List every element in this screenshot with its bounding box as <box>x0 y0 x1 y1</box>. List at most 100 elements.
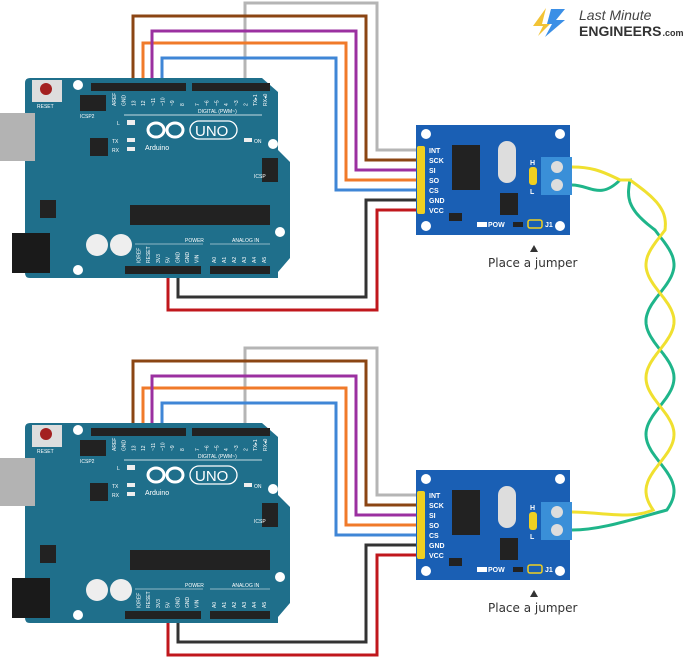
led-rx-label: RX <box>112 148 120 154</box>
wire-can-l <box>571 178 676 532</box>
arrow-up-icon <box>530 245 538 252</box>
pin-label-10: ~10 <box>161 97 167 106</box>
pin-label-11: ~11 <box>151 443 157 451</box>
atmega-chip <box>130 550 270 570</box>
pin-sck: SCK <box>429 158 444 165</box>
pin-label-3v3: 3V3 <box>156 599 162 608</box>
pin-cs: CS <box>429 188 439 195</box>
icsp-header <box>262 158 278 182</box>
pin-label-a0: A0 <box>212 602 218 608</box>
icsp2-header <box>80 95 106 111</box>
h-label: H <box>530 505 535 512</box>
pin-label-tx1: TX▸1 <box>253 439 259 451</box>
pin-label-9: ~9 <box>170 445 176 451</box>
jumper-caption: Place a jumper <box>488 256 578 270</box>
pin-label-a2: A2 <box>232 257 238 263</box>
pin-label-9: ~9 <box>170 100 176 106</box>
crystal <box>498 486 516 528</box>
pin-sck: SCK <box>429 503 444 510</box>
unit-bottom: RESET ICSP2 AREF GND 13 12 ~11 ~10 ~9 8 … <box>0 346 578 657</box>
icsp-header <box>262 503 278 527</box>
pin-so: SO <box>429 178 440 185</box>
j1-jumper[interactable] <box>527 564 543 574</box>
j1-label: J1 <box>545 567 553 574</box>
header-top-right <box>192 428 270 436</box>
can-module: INT SCK SI SO CS GND VCC H L POW J1 Pl <box>416 125 578 270</box>
wire-gnd <box>176 198 420 299</box>
icsp-label: ICSP <box>254 519 266 525</box>
capacitor <box>86 579 108 601</box>
hl-jumper <box>529 167 537 185</box>
icsp2-header <box>80 440 106 456</box>
power-pin-labels: IOREF RESET 3V3 5V GND GND VIN <box>137 246 201 263</box>
led-l-label: L <box>117 121 120 127</box>
pin-label-reset: RESET <box>146 591 152 608</box>
power-pin-labels: IOREF RESET 3V3 5V GND GND VIN <box>137 591 201 608</box>
wire-vcc <box>166 208 420 312</box>
wires <box>131 346 420 657</box>
mcp2515-chip <box>452 145 480 190</box>
logo-line1: Last Minute <box>579 7 652 23</box>
pin-so: SO <box>429 523 440 530</box>
wires <box>131 1 420 312</box>
power-label: POWER <box>185 583 204 589</box>
pin-si: SI <box>429 168 436 175</box>
j1-jumper[interactable] <box>527 219 543 229</box>
pin-label-rx0: RX◂0 <box>263 94 269 106</box>
pin-label-12: 12 <box>141 100 147 106</box>
unit-top: RESET ICSP2 AREF GND 13 12 ~11 ~10 ~9 8 … <box>0 1 578 312</box>
analog-label: ANALOG IN <box>232 238 260 244</box>
power-label: POWER <box>185 238 204 244</box>
chip-small <box>90 483 108 501</box>
pin-vcc: VCC <box>429 208 444 215</box>
pin-label-gnd1: GND <box>175 252 181 264</box>
pin-gnd: GND <box>429 198 445 205</box>
brand-label: Arduino <box>145 145 169 152</box>
bolt-icon <box>533 8 550 36</box>
logo: Last Minute ENGINEERS .com <box>533 7 683 39</box>
wire-so <box>141 41 420 182</box>
digital-label: DIGITAL (PWM~) <box>198 109 237 115</box>
pin-label-a4: A4 <box>252 257 258 263</box>
pin-vcc: VCC <box>429 553 444 560</box>
pin-label-5: ~5 <box>214 445 220 451</box>
pin-label-4: 4 <box>224 448 230 451</box>
wire-so <box>141 386 420 527</box>
wire-vcc <box>166 553 420 657</box>
capacitor <box>110 234 132 256</box>
hl-jumper <box>529 512 537 530</box>
tja1050-chip <box>500 193 518 215</box>
wire-sck <box>131 359 420 507</box>
arrow-up-icon <box>530 590 538 597</box>
top-pin-labels: AREF GND 13 12 ~11 ~10 ~9 8 7 ~6 ~5 4 ~3… <box>112 438 269 451</box>
analog-pin-labels: A0 A1 A2 A3 A4 A5 <box>212 602 268 608</box>
wire-cs <box>160 56 420 192</box>
pin-label-aref: AREF <box>112 93 118 106</box>
pin-label-6: ~6 <box>205 100 211 106</box>
pin-label-vin: VIN <box>195 599 201 608</box>
voltage-regulator <box>40 200 56 218</box>
pin-label-a1: A1 <box>222 257 228 263</box>
wire-can-h <box>571 165 676 517</box>
pin-label-5: ~5 <box>214 100 220 106</box>
reset-label: RESET <box>37 104 54 110</box>
arduino-board <box>25 78 290 278</box>
pin-labels: INT SCK SI SO CS GND VCC <box>429 493 445 560</box>
pin-label-3: ~3 <box>234 445 240 451</box>
pin-label-2: 2 <box>244 103 250 106</box>
h-label: H <box>530 160 535 167</box>
pin-label-7: 7 <box>195 448 201 451</box>
brand-label: Arduino <box>145 490 169 497</box>
pin-label-ioref: IOREF <box>137 248 143 263</box>
pin-int: INT <box>429 148 441 155</box>
led-tx-label: TX <box>112 139 119 145</box>
pin-header <box>417 491 425 559</box>
pin-label-5v: 5V <box>166 601 172 608</box>
pin-label-13: 13 <box>131 100 137 106</box>
pow-label: POW <box>488 567 505 574</box>
bolt-icon-right <box>545 9 565 37</box>
mcp2515-chip <box>452 490 480 535</box>
pin-label-a0: A0 <box>212 257 218 263</box>
can-twisted-pair <box>571 165 676 532</box>
j1-label: J1 <box>545 222 553 229</box>
